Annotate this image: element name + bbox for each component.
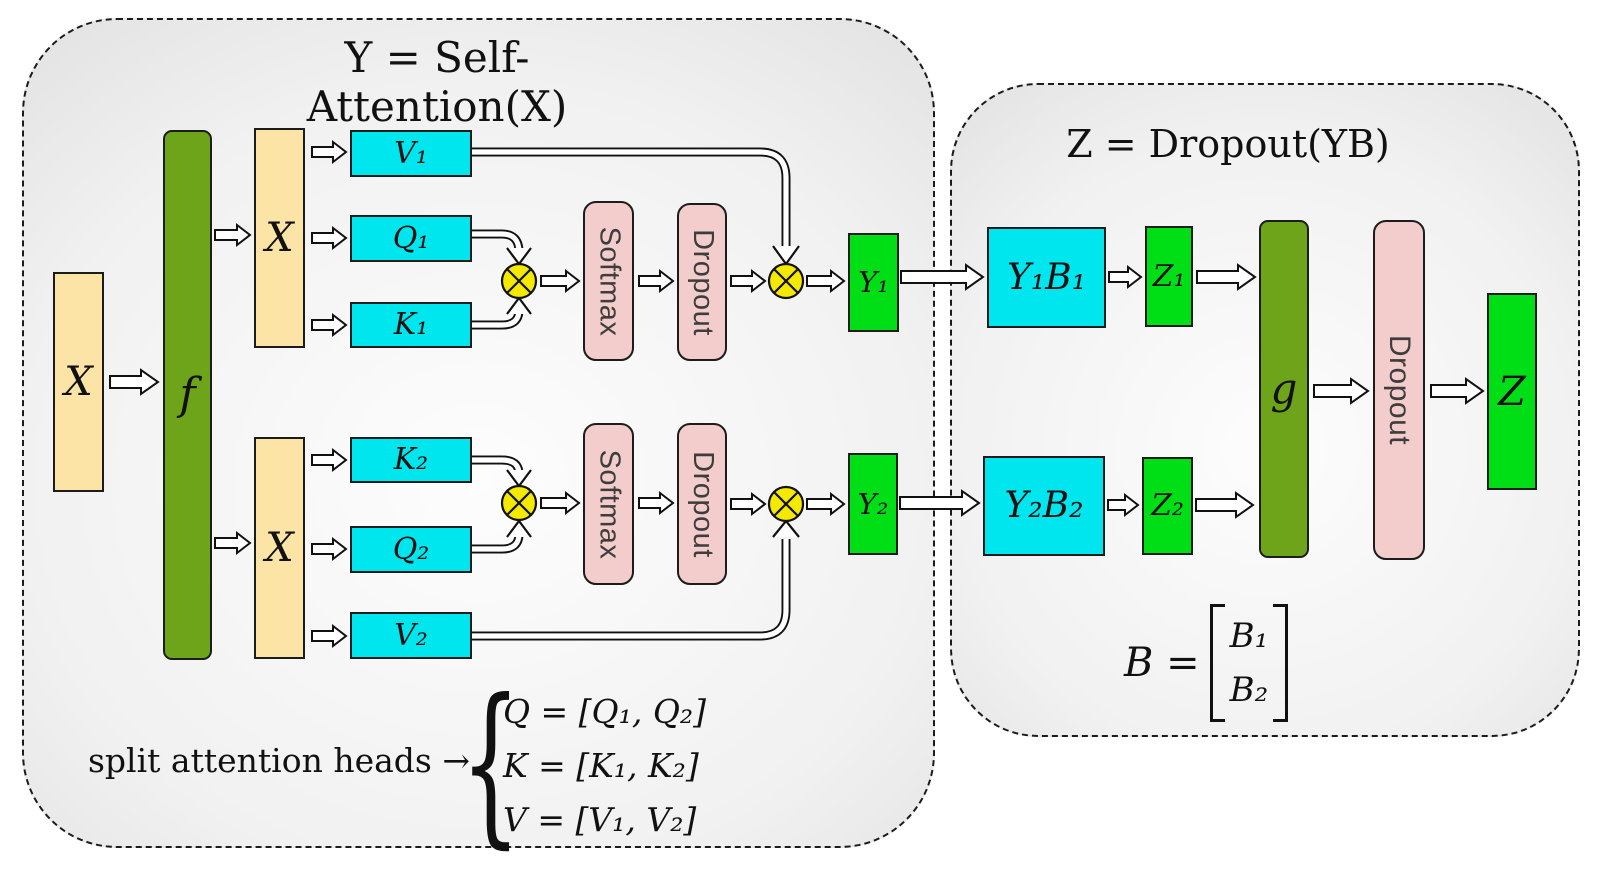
dropout2-label: Dropout — [686, 450, 719, 558]
x-head2-block: X — [254, 437, 305, 659]
g-function-bar: g — [1259, 220, 1309, 558]
dropout-g-label: Dropout — [1383, 334, 1417, 446]
b2-row: B₂ — [1229, 670, 1269, 710]
z-output-block: Z — [1487, 293, 1537, 490]
left-bracket — [1209, 604, 1225, 722]
dropout-title: Z = Dropout(YB) — [1066, 122, 1390, 166]
k-equation: K = [K₁, K₂] — [503, 745, 699, 785]
q-equation: Q = [Q₁, Q₂] — [503, 691, 706, 731]
y2-block: Y₂ — [848, 453, 898, 555]
v-equation: V = [V₁, V₂] — [503, 799, 697, 839]
q2-block: Q₂ — [350, 526, 472, 573]
softmax1-block: Softmax — [583, 201, 634, 361]
x-input-block: X — [53, 272, 104, 492]
k2-block: K₂ — [350, 437, 472, 483]
y2b2-block: Y₂B₂ — [983, 456, 1105, 556]
k1-block: K₁ — [350, 302, 472, 348]
v2-block: V₂ — [350, 612, 472, 659]
split-equations: Q = [Q₁, Q₂] K = [K₁, K₂] V = [V₁, V₂] — [503, 684, 706, 846]
v1-block: V₁ — [350, 130, 472, 177]
softmax2-block: Softmax — [583, 423, 634, 585]
dropout2-block: Dropout — [677, 423, 727, 585]
softmax1-label: Softmax — [593, 226, 625, 336]
x-head1-block: X — [254, 128, 305, 348]
dropout1-label: Dropout — [686, 228, 719, 336]
split-heads-label: split attention heads → — [88, 741, 470, 780]
f-function-bar: f — [163, 130, 212, 660]
softmax2-label: Softmax — [593, 449, 625, 559]
dropout-g-block: Dropout — [1373, 220, 1425, 560]
brace-glyph: { — [460, 663, 521, 865]
self-attention-title: Y = Self-Attention(X) — [306, 33, 568, 131]
right-bracket — [1273, 604, 1289, 722]
z1-block: Z₁ — [1145, 226, 1193, 327]
b-equation-lhs: B = — [1124, 640, 1200, 686]
b-matrix-rows: B₁ B₂ — [1225, 607, 1274, 719]
q1-block: Q₁ — [350, 215, 472, 262]
z2-block: Z₂ — [1142, 457, 1193, 555]
y1b1-block: Y₁B₁ — [987, 227, 1106, 328]
b1-row: B₁ — [1229, 616, 1269, 656]
dropout1-block: Dropout — [677, 203, 727, 361]
b-matrix-equation: B = B₁ B₂ — [1124, 604, 1289, 722]
y1-block: Y₁ — [848, 233, 899, 332]
